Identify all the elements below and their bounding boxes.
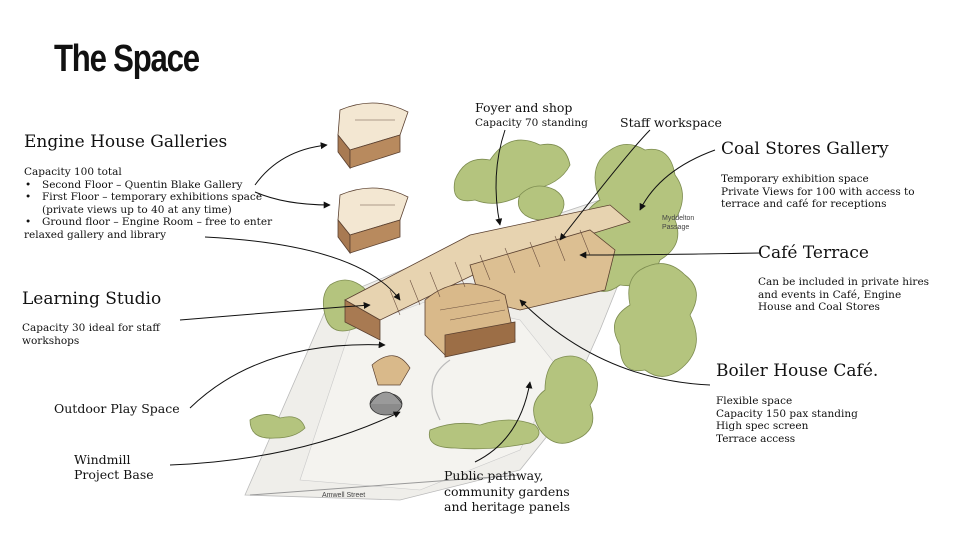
outdoor-play-heading: Outdoor Play Space xyxy=(54,401,180,416)
coal-stores-line: Temporary exhibition space xyxy=(721,173,869,185)
cafe-terrace-heading: Café Terrace xyxy=(758,243,869,263)
engine-house-item-cont: relaxed gallery and library xyxy=(24,228,166,241)
page-title: The Space xyxy=(54,38,200,80)
leader-staff xyxy=(559,129,651,241)
windmill-structure xyxy=(369,368,403,416)
boiler-house-wall xyxy=(444,321,516,358)
building-wall-long xyxy=(344,299,381,341)
coal-stores-heading: Coal Stores Gallery xyxy=(721,139,889,159)
play-space xyxy=(371,355,411,386)
hedge-south xyxy=(428,419,540,450)
learning-studio-heading: Learning Studio xyxy=(22,289,162,309)
boiler-house-heading: Boiler House Café. xyxy=(716,361,879,381)
tree-cluster-south-east xyxy=(533,355,598,444)
cafe-terrace-line: House and Coal Stores xyxy=(758,301,880,313)
engine-house-details: Capacity 100 total Second Floor – Quenti… xyxy=(24,166,272,241)
public-pathway-line: Public pathway, xyxy=(444,468,544,483)
windmill-label: Windmill Project Base xyxy=(74,452,154,482)
boiler-house-line: Flexible space xyxy=(716,395,793,407)
learning-studio-line: Capacity 30 ideal for staff xyxy=(22,322,160,334)
cafe-terrace-details: Can be included in private hires and eve… xyxy=(758,276,929,314)
engine-house-item: Ground floor – Engine Room – free to ent… xyxy=(24,216,272,229)
leader-outdoor xyxy=(189,341,386,409)
tree-cluster-east xyxy=(613,263,697,377)
boiler-house-details: Flexible space Capacity 150 pax standing… xyxy=(716,395,858,445)
engine-house-exploded xyxy=(337,102,409,255)
hedge-west xyxy=(249,414,306,439)
learning-studio-line: workshops xyxy=(22,334,80,347)
leader-engine-ground xyxy=(204,236,401,301)
leader-pathway xyxy=(474,381,533,463)
windmill-line: Windmill xyxy=(74,452,131,467)
tree-cluster-top xyxy=(453,139,571,204)
engine-house-item: Second Floor – Quentin Blake Gallery xyxy=(24,179,272,192)
coal-stores-details: Temporary exhibition space Private Views… xyxy=(721,173,915,211)
boiler-house-line: Capacity 150 pax standing xyxy=(716,407,858,420)
amwell-street-label: Amwell Street xyxy=(322,492,366,499)
engine-house-capacity: Capacity 100 total xyxy=(24,166,122,178)
foyer-capacity: Capacity 70 standing xyxy=(475,117,588,129)
cafe-terrace-line: Can be included in private hires xyxy=(758,276,930,288)
public-pathway-label: Public pathway, community gardens and he… xyxy=(444,468,570,515)
learning-studio-details: Capacity 30 ideal for staff workshops xyxy=(22,322,160,347)
engine-house-heading: Engine House Galleries xyxy=(24,132,228,152)
public-pathway-line: and heritage panels xyxy=(444,499,571,514)
leader-boiler xyxy=(519,299,711,386)
interior-walls xyxy=(389,229,591,321)
boiler-house-line: Terrace access xyxy=(716,432,796,445)
public-pathway-line: community gardens xyxy=(444,483,570,499)
leader-coal-stores xyxy=(639,149,716,211)
tree-cluster-north xyxy=(517,185,565,221)
leader-learning xyxy=(179,301,371,321)
cafe-terrace-line: and events in Café, Engine xyxy=(758,288,902,301)
coal-stores-line: Private Views for 100 with access to xyxy=(721,185,915,198)
leader-foyer xyxy=(495,129,506,226)
myddelton-passage-label: Myddelton Passage xyxy=(662,215,695,231)
boiler-house-line: High spec screen xyxy=(716,420,809,432)
road-edge xyxy=(249,474,521,496)
curved-path xyxy=(431,359,451,421)
windmill-line: Project Base xyxy=(74,467,154,482)
main-building xyxy=(344,204,631,358)
staff-heading: Staff workspace xyxy=(620,115,722,130)
floor-lower-wall-front xyxy=(349,219,401,254)
engine-house-item: First Floor – temporary exhibitions spac… xyxy=(24,191,272,204)
floor-upper-wall-front xyxy=(349,134,401,169)
leader-windmill xyxy=(169,411,401,466)
foyer-heading: Foyer and shop xyxy=(475,100,573,115)
leader-cafe-terrace xyxy=(579,251,761,259)
coal-stores-line: terrace and café for receptions xyxy=(721,198,887,210)
engine-house-list: Second Floor – Quentin Blake Gallery Fir… xyxy=(24,179,272,204)
engine-house-item-cont: (private views up to 40 at any time) xyxy=(42,203,232,216)
